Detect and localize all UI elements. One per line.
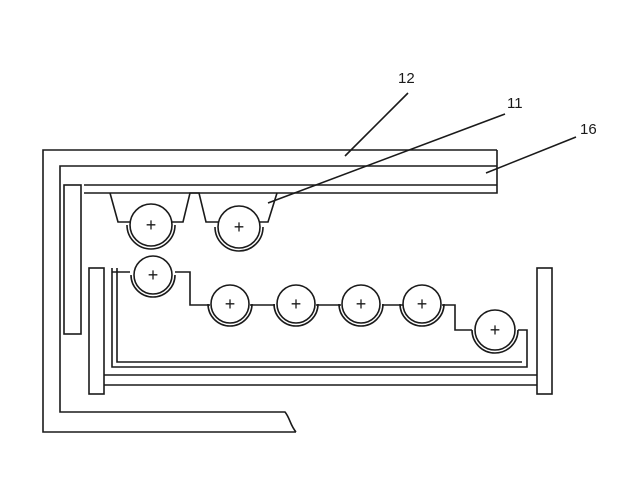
roller-axis-symbol: + xyxy=(291,294,302,314)
lower-base-rail xyxy=(104,374,537,386)
roller-seat xyxy=(471,329,519,354)
roller-axis-symbol: + xyxy=(225,294,236,314)
rollers-group: + + + + + + + + xyxy=(126,203,519,354)
roller-seat xyxy=(207,303,253,327)
roller-axis-symbol: + xyxy=(490,320,501,340)
label-12: 12 xyxy=(398,70,415,87)
roller-circle xyxy=(210,284,250,324)
right-post xyxy=(536,267,553,395)
left-lower-post xyxy=(88,267,105,395)
leader-12 xyxy=(344,92,409,157)
lower-roller: + xyxy=(471,309,519,354)
roller-axis-symbol: + xyxy=(356,294,367,314)
roller-seat xyxy=(273,303,319,327)
roller-circle xyxy=(402,284,442,324)
left-upper-post xyxy=(63,184,82,335)
roller-axis-symbol: + xyxy=(417,294,428,314)
roller-circle xyxy=(129,203,173,247)
upper-rail xyxy=(84,150,498,194)
roller-seat xyxy=(214,226,264,252)
roller-circle xyxy=(341,284,381,324)
roller-seat xyxy=(338,303,384,327)
roller-axis-symbol: + xyxy=(234,217,245,237)
lower-roller-tray xyxy=(111,268,528,368)
roller-circle xyxy=(217,205,261,249)
roller-circle xyxy=(133,255,173,295)
lower-tray-inner xyxy=(116,268,522,363)
upper-roller: + xyxy=(126,203,176,250)
leader-11 xyxy=(267,113,506,204)
upper-roller: + xyxy=(214,205,264,252)
outer-frame xyxy=(42,149,497,433)
lower-roller: + xyxy=(130,255,176,298)
label-16: 16 xyxy=(580,121,597,138)
leader-16 xyxy=(485,136,577,174)
lower-roller: + xyxy=(399,284,445,327)
roller-seat xyxy=(126,224,176,250)
roller-axis-symbol: + xyxy=(146,215,157,235)
roller-axis-symbol: + xyxy=(148,265,159,285)
lower-roller: + xyxy=(338,284,384,327)
lower-roller: + xyxy=(273,284,319,327)
roller-circle xyxy=(276,284,316,324)
roller-seat xyxy=(399,303,445,327)
upper-roller-tray xyxy=(109,192,278,223)
roller-seat xyxy=(130,274,176,298)
roller-circle xyxy=(474,309,516,351)
label-11: 11 xyxy=(507,95,523,112)
lower-roller: + xyxy=(207,284,253,327)
